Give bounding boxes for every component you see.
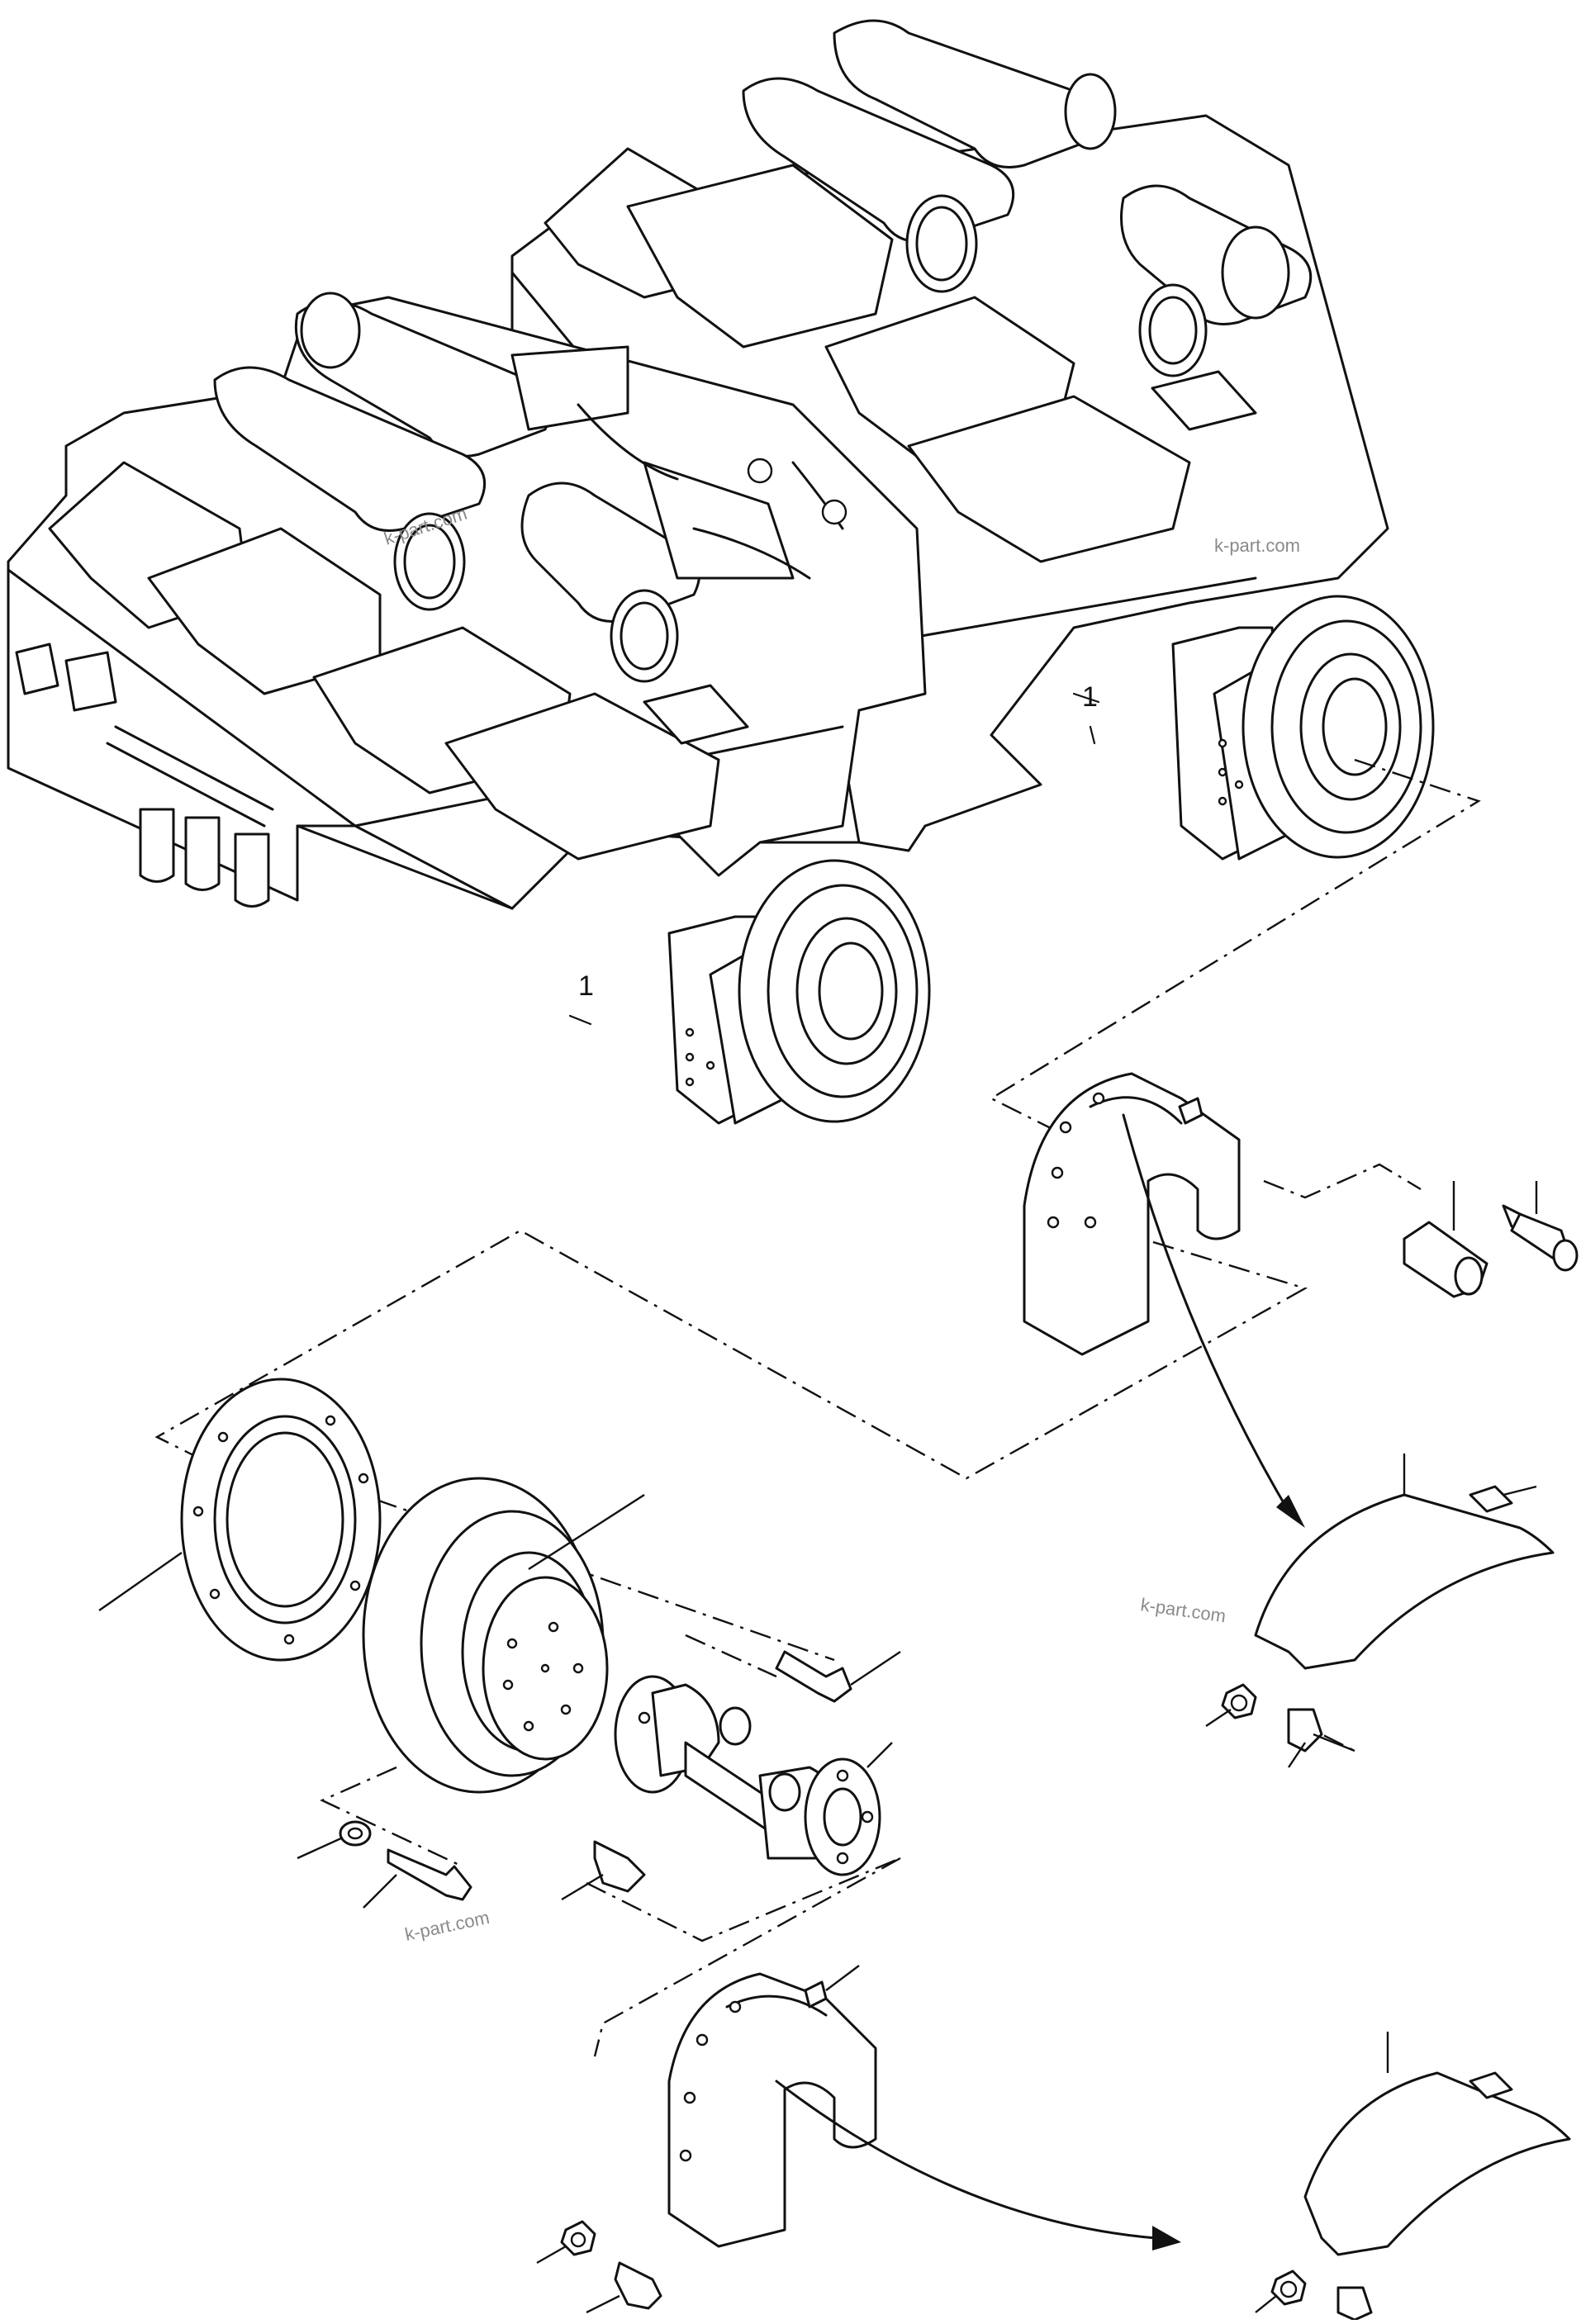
engine-front: 1 (7, 292, 931, 1125)
ref-1-rear: 1 (1082, 681, 1098, 713)
cardan-shaft (614, 1675, 893, 1876)
watermark-2: k-part.com (1214, 535, 1300, 556)
washer-bolt (297, 1820, 472, 1909)
arrow-lower (775, 2080, 1158, 2240)
shield-upper (1205, 1454, 1555, 1768)
watermark-3: k-part.com (1139, 1594, 1227, 1626)
flywheel-cover-lower (667, 1965, 877, 2248)
seal-ring (98, 1378, 382, 1662)
spacer-and-bolt (1403, 1181, 1579, 1298)
lower-fasteners (536, 2220, 662, 2314)
flywheel-cover-upper (1023, 1072, 1241, 1356)
shield-lower (1255, 2032, 1571, 2322)
ref-1-front: 1 (578, 970, 594, 1002)
watermark-4: k-part.com (403, 1907, 491, 1945)
arrow-upper (1122, 1113, 1290, 1513)
shaft-bolts (561, 1650, 901, 1901)
coupling-hub (362, 1477, 645, 1794)
